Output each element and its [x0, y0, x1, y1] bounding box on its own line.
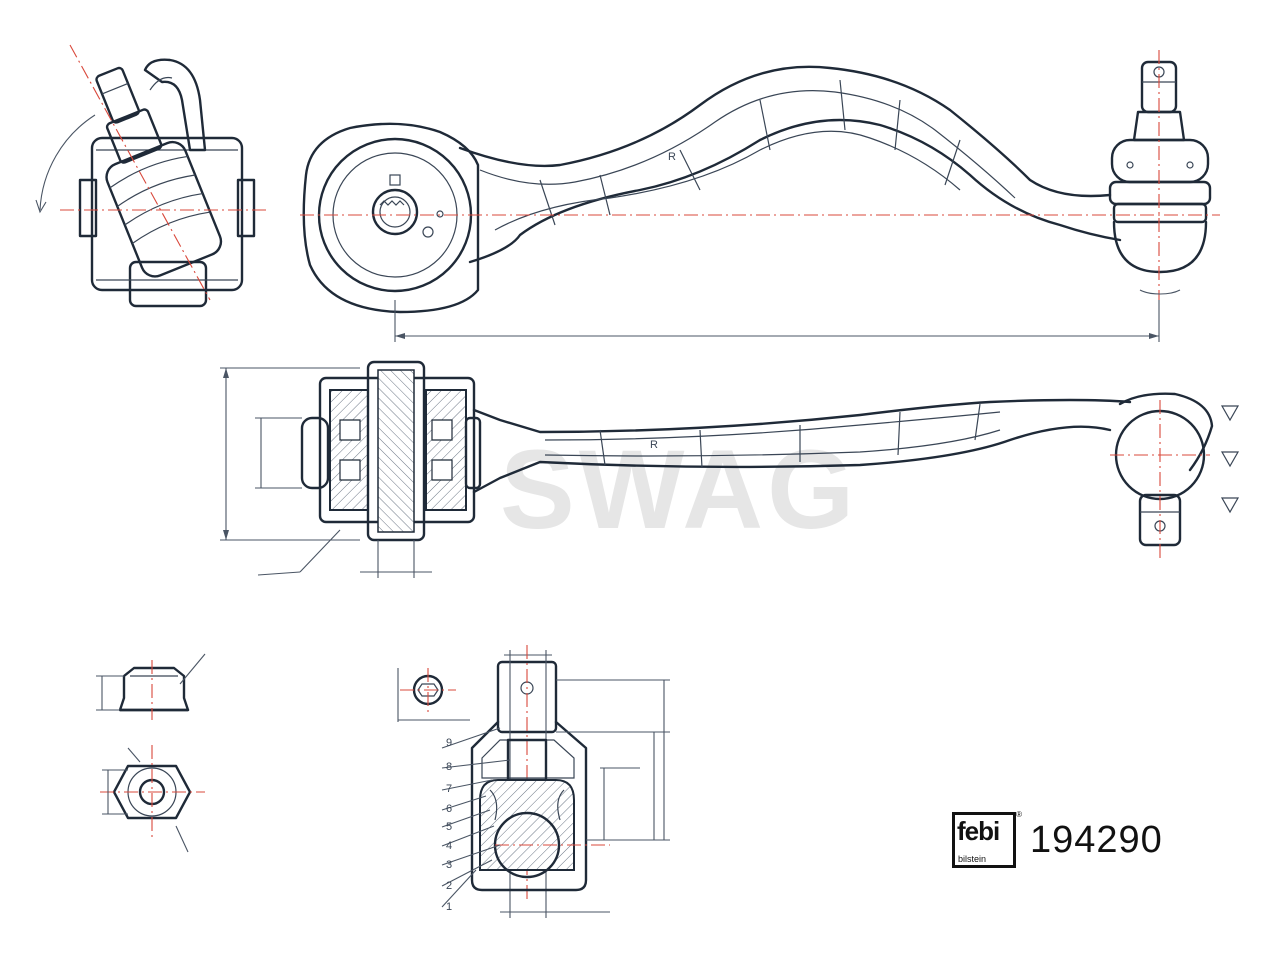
callout-2: 2 — [446, 880, 452, 892]
callout-8: 8 — [446, 761, 452, 773]
callout-7: 7 — [446, 783, 452, 795]
logo-main-text: febi — [957, 816, 1000, 846]
callout-5: 5 — [446, 821, 452, 833]
febi-bilstein-logo: febi bilstein ® — [952, 810, 1022, 868]
section-stamp-mark: R — [650, 439, 658, 451]
brand-block: febi bilstein ® 194290 — [952, 810, 1182, 870]
side-view-bushing — [35, 44, 270, 308]
watermark-text: SWAG — [500, 427, 858, 552]
callout-1: 1 — [446, 901, 452, 913]
callout-3: 3 — [446, 859, 452, 871]
arm-stamp-mark: R — [668, 151, 676, 163]
section-view-arm: R — [220, 360, 1240, 578]
registered-mark: ® — [1016, 810, 1022, 819]
nut-views — [96, 653, 206, 853]
part-number: 194290 — [1030, 818, 1163, 861]
callout-leaders — [441, 727, 511, 908]
callout-6: 6 — [446, 803, 452, 815]
callout-9: 9 — [446, 737, 452, 749]
logo-sub-text: bilstein — [958, 854, 987, 864]
plan-view-arm: R — [300, 50, 1220, 342]
callout-numbers: 1 2 3 4 5 6 7 8 9 — [446, 737, 452, 913]
ball-joint-section: 1 2 3 4 5 6 7 8 9 — [397, 645, 670, 918]
callout-4: 4 — [446, 840, 452, 852]
